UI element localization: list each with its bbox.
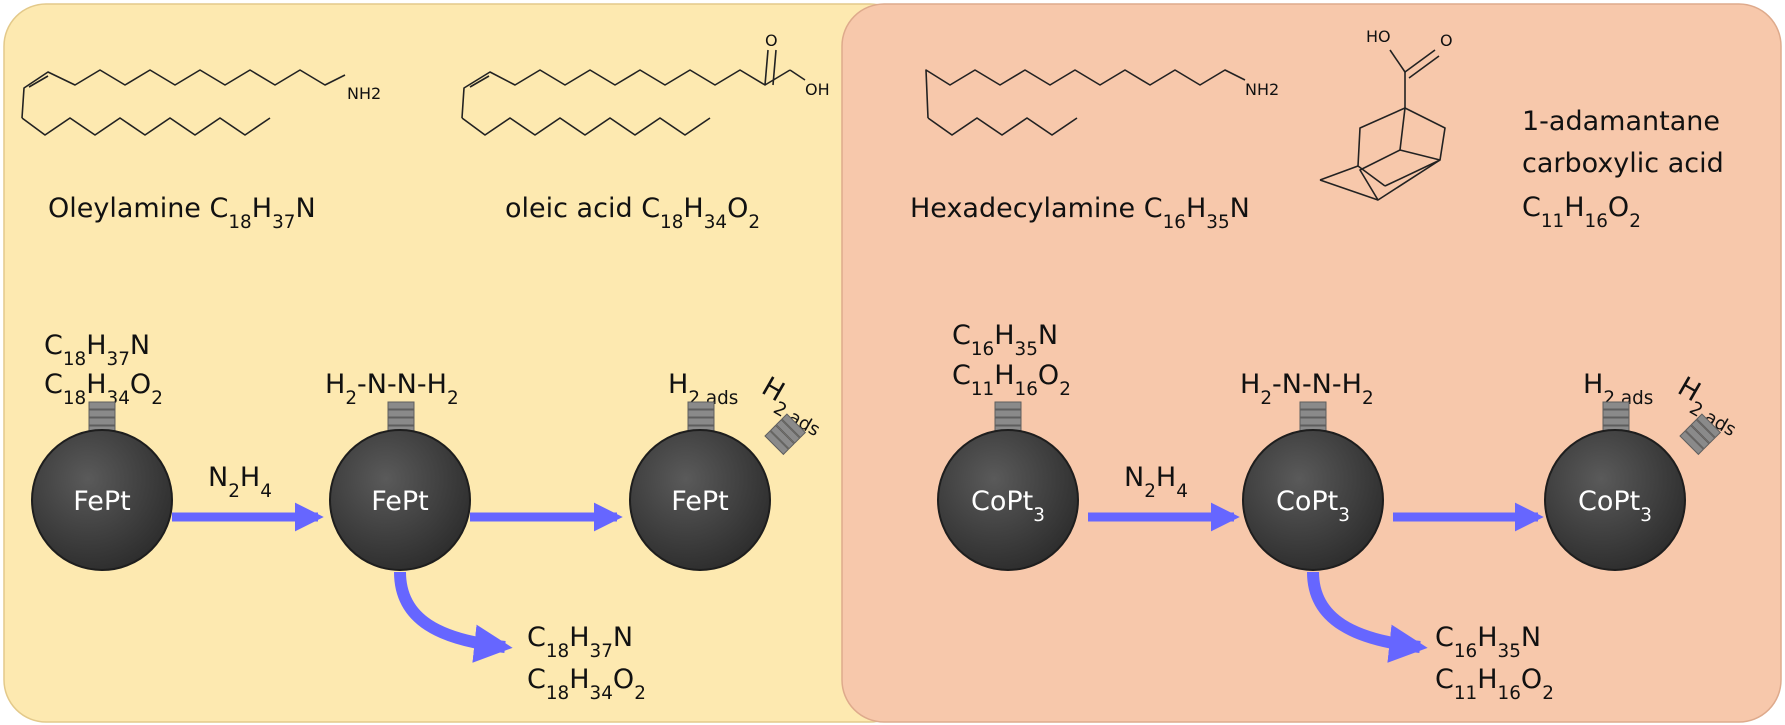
adamantane-name-line-1: 1-adamantane [1522,106,1720,137]
hexadecylamine-formula: C16H35N [1144,193,1250,233]
oleylamine-structure [21,69,346,136]
left-panel [3,3,913,723]
right-released-1: C16H35N [1435,622,1541,662]
left-hydrazine-label: H2-N-N-H2 [325,369,459,409]
oleylamine-formula: C18H37N [210,193,316,233]
left-particle-1 [31,429,173,571]
oleic-acid-oh-label: OH [805,80,830,99]
adamantane-name-line-2: carboxylic acid [1522,148,1724,179]
right-h2-stack-side [1679,413,1722,456]
hexadecylamine-nh2-label: NH2 [1245,80,1279,99]
adamantane-formula: C11H16O2 [1522,192,1641,232]
hexadecylamine-structure [925,69,1246,136]
right-h2-stack-top [1602,401,1630,434]
right-particle-2 [1242,429,1384,571]
left-particle-2-label: FePt [371,486,429,517]
left-ligand-2: C18H34O2 [44,369,163,409]
left-particle-3-label: FePt [671,486,729,517]
left-released-2: C18H34O2 [527,664,646,704]
left-released-1: C18H37N [527,622,633,662]
right-particle-1-label: CoPt3 [971,486,1045,526]
oleic-acid-o-label: O [765,31,778,50]
left-particle-1-label: FePt [73,486,131,517]
adamantane-o-label: O [1440,31,1453,50]
right-ligand-1: C16H35N [952,320,1058,360]
left-ligand-stack-1 [88,401,116,434]
right-particle-2-label: CoPt3 [1276,486,1350,526]
right-released-2: C11H16O2 [1435,664,1554,704]
right-particle-3-label: CoPt3 [1578,486,1652,526]
left-release-arrow [394,571,513,663]
left-h2-stack-top [687,401,715,434]
right-particle-3 [1544,429,1686,571]
adamantane-ho-label: HO [1366,27,1391,46]
oleic-acid-structure [461,49,806,136]
right-ligand-stack-1 [994,401,1022,434]
oleylamine-name: Oleylamine C18H37N [48,193,316,233]
left-hydrazine-stack [387,401,415,434]
left-reagent-label: N2H4 [208,462,272,502]
adamantane-carboxylic-acid-structure [1319,49,1446,201]
right-particle-1 [937,429,1079,571]
right-hydrazine-stack [1299,401,1327,434]
oleylamine-nh2-label: NH2 [347,84,381,103]
left-h2-stack-side [764,413,807,456]
left-particle-3 [629,429,771,571]
right-hydrazine-label: H2-N-N-H2 [1240,369,1374,409]
left-ligand-1: C18H37N [44,330,150,370]
right-panel [841,3,1782,723]
right-release-arrow [1307,571,1428,663]
hexadecylamine-name: Hexadecylamine C16H35N [910,193,1250,233]
oleic-acid-formula: C18H34O2 [641,193,760,233]
right-ligand-2: C11H16O2 [952,360,1071,400]
oleic-acid-name: oleic acid C18H34O2 [505,193,760,233]
right-reagent-label: N2H4 [1124,462,1188,502]
left-particle-2 [329,429,471,571]
